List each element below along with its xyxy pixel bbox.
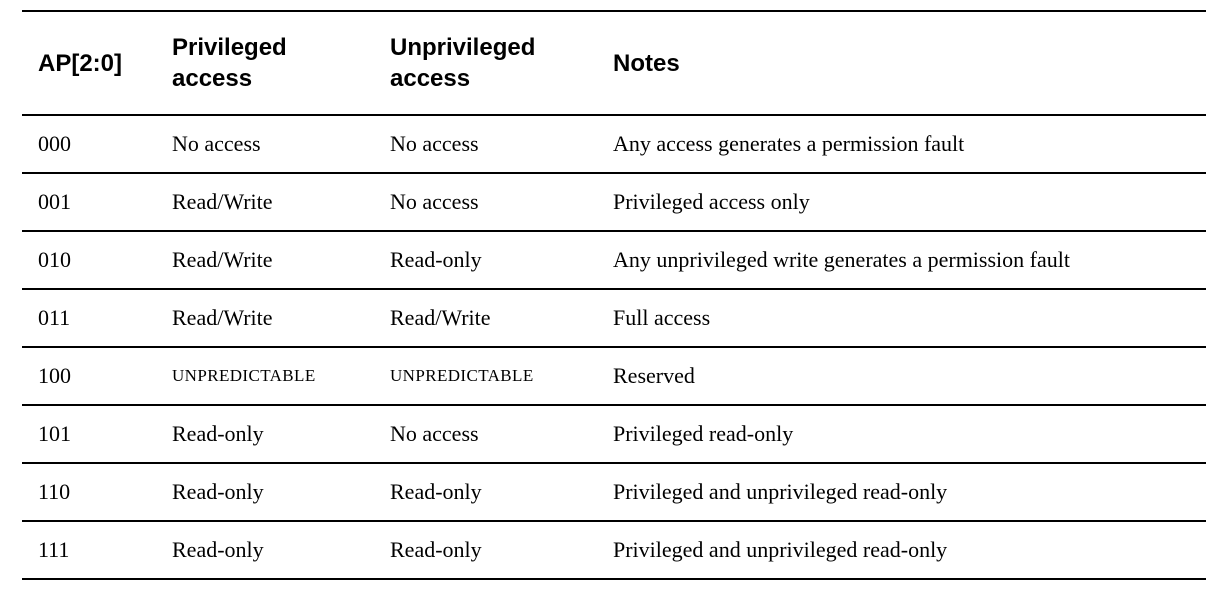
table-header: AP[2:0] Privileged access Unprivileged a… (22, 10, 1206, 116)
unprivileged-access-cell: Read-only (390, 463, 613, 522)
notes-cell: Privileged and unprivileged read-only (613, 521, 1206, 580)
table-row: 010 Read/Write Read-only Any unprivilege… (22, 231, 1206, 290)
ap-cell: 001 (22, 173, 172, 232)
column-header-ap: AP[2:0] (22, 10, 172, 116)
column-header-unprivileged-access: Unprivileged access (390, 10, 613, 116)
table-row: 110 Read-only Read-only Privileged and u… (22, 463, 1206, 522)
notes-cell: Any unprivileged write generates a permi… (613, 231, 1206, 290)
privileged-access-cell: Read/Write (172, 231, 390, 290)
column-header-privileged-access: Privileged access (172, 10, 390, 116)
ap-cell: 100 (22, 347, 172, 406)
privileged-access-cell: Read/Write (172, 289, 390, 348)
ap-cell: 101 (22, 405, 172, 464)
privileged-access-cell: Read-only (172, 521, 390, 580)
notes-cell: Privileged and unprivileged read-only (613, 463, 1206, 522)
privileged-access-cell: UNPREDICTABLE (172, 347, 390, 406)
table-row: 101 Read-only No access Privileged read-… (22, 405, 1206, 464)
ap-cell: 000 (22, 115, 172, 174)
table-row: 001 Read/Write No access Privileged acce… (22, 173, 1206, 232)
unprivileged-access-cell: Read-only (390, 521, 613, 580)
column-header-unprivileged-access-label: Unprivileged access (390, 34, 536, 92)
column-header-notes: Notes (613, 10, 1206, 116)
notes-cell: Privileged read-only (613, 405, 1206, 464)
ap-cell: 110 (22, 463, 172, 522)
notes-cell: Full access (613, 289, 1206, 348)
ap-cell: 011 (22, 289, 172, 348)
privileged-access-cell: No access (172, 115, 390, 174)
privileged-access-cell: Read-only (172, 405, 390, 464)
ap-cell: 111 (22, 521, 172, 580)
unprivileged-access-cell: No access (390, 173, 613, 232)
notes-cell: Reserved (613, 347, 1206, 406)
notes-cell: Privileged access only (613, 173, 1206, 232)
column-header-privileged-access-label: Privileged access (172, 34, 287, 92)
column-header-ap-label: AP[2:0] (38, 49, 123, 77)
unprivileged-access-cell: UNPREDICTABLE (390, 347, 613, 406)
unprivileged-access-cell: Read/Write (390, 289, 613, 348)
privileged-access-cell: Read/Write (172, 173, 390, 232)
privileged-access-cell: Read-only (172, 463, 390, 522)
ap-cell: 010 (22, 231, 172, 290)
table-row: 111 Read-only Read-only Privileged and u… (22, 521, 1206, 580)
header-row: AP[2:0] Privileged access Unprivileged a… (22, 10, 1206, 116)
unprivileged-access-cell: No access (390, 115, 613, 174)
table-row: 100 UNPREDICTABLE UNPREDICTABLE Reserved (22, 347, 1206, 406)
notes-cell: Any access generates a permission fault (613, 115, 1206, 174)
table-body: 000 No access No access Any access gener… (22, 115, 1206, 580)
unprivileged-access-cell: Read-only (390, 231, 613, 290)
column-header-notes-label: Notes (613, 49, 680, 77)
table-row: 011 Read/Write Read/Write Full access (22, 289, 1206, 348)
table-row: 000 No access No access Any access gener… (22, 115, 1206, 174)
unprivileged-access-cell: No access (390, 405, 613, 464)
access-permissions-table: AP[2:0] Privileged access Unprivileged a… (22, 10, 1206, 580)
